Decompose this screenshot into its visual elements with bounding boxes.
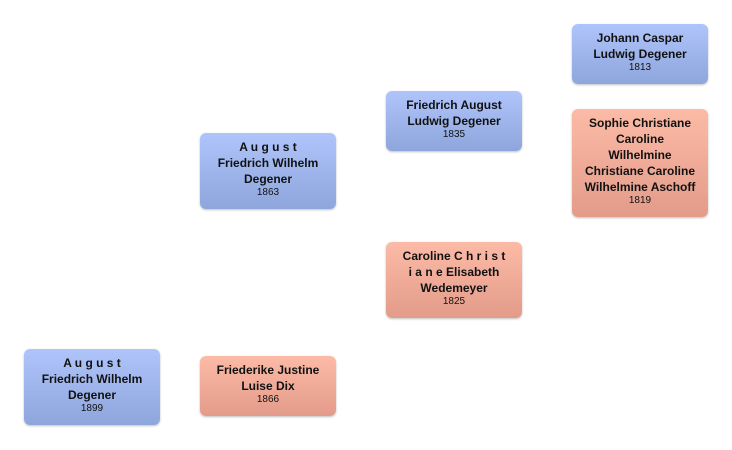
- person-birth-year: 1899: [80, 403, 104, 414]
- person-birth-year: 1863: [256, 187, 280, 198]
- person-birth-year: 1835: [442, 129, 466, 140]
- person-birth-year: 1813: [628, 62, 652, 73]
- person-birth-year: 1819: [628, 195, 652, 206]
- person-birth-year: 1866: [256, 394, 280, 405]
- person-birth-year: 1825: [442, 296, 466, 307]
